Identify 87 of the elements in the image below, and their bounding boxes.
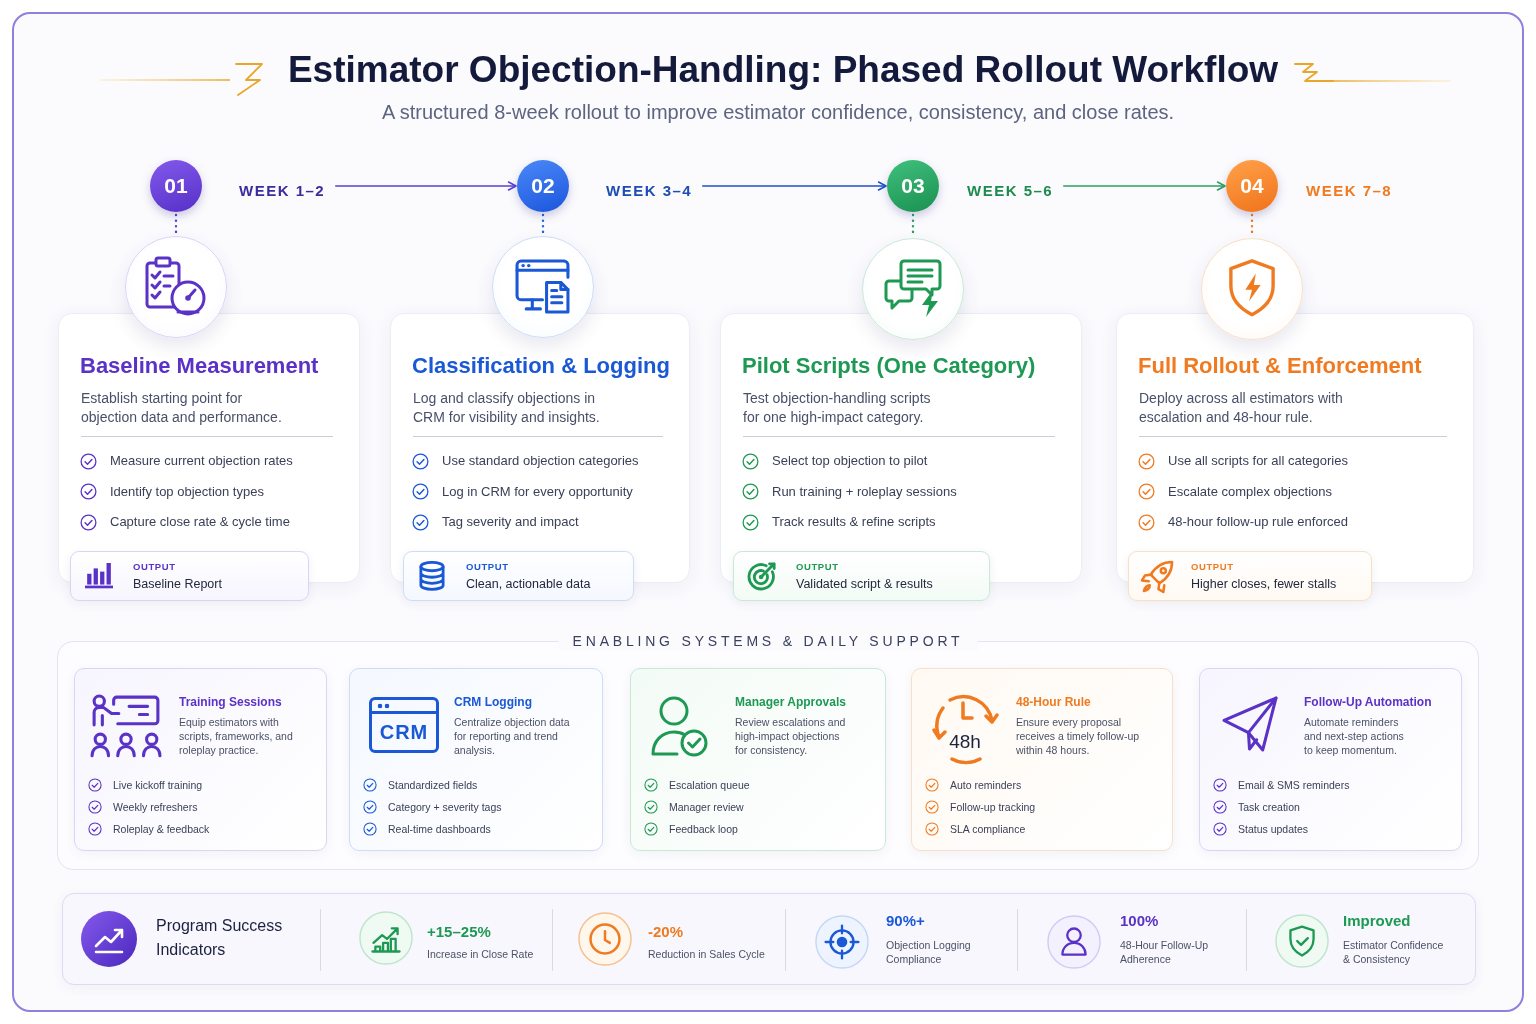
indicators-bar [62, 893, 1476, 985]
support-card [74, 668, 327, 851]
card-title: Training Sessions [179, 694, 282, 710]
output-value: Validated script & results [796, 576, 933, 592]
checklist-item: Escalate complex objections [1168, 483, 1333, 500]
checklist-item: Track results & refine scripts [772, 514, 936, 530]
metric-caption: Increase in Close Rate [427, 947, 535, 961]
card-title: CRM Logging [454, 694, 532, 710]
metric-caption: Objection Logging Compliance [886, 938, 972, 966]
output-label: OUTPUT [133, 561, 176, 573]
phase-heading: Classification & Logging [412, 352, 670, 380]
checklist-item: Capture close rate & cycle time [110, 514, 290, 530]
arrow [701, 181, 887, 191]
card-description: Centralize objection data for reporting and trend analysis. [454, 715, 571, 757]
phase-description: Log and classify objections in CRM for visibility and insights. [413, 389, 601, 427]
phase-heading: Full Rollout & Enforcement [1138, 352, 1422, 380]
support-card [630, 668, 886, 851]
phase-heading: Baseline Measurement [80, 352, 319, 380]
metric-value: 90%+ [886, 911, 925, 931]
checklist-item: Identify top objection types [110, 483, 264, 500]
output-box [70, 551, 309, 601]
metric-caption: Estimator Confidence & Consistency [1343, 938, 1445, 966]
output-value: Baseline Report [133, 576, 222, 592]
metric-value: -20% [648, 922, 684, 942]
week-label: WEEK 1–2 [239, 181, 326, 201]
checklist-item: Status updates [1238, 822, 1309, 836]
indicators-heading: Program Success Indicators [156, 916, 284, 960]
checklist-item: Weekly refreshers [113, 800, 198, 814]
clock-arrows: 48h [930, 691, 1000, 765]
checklist-item: Category + severity tags [388, 800, 502, 814]
support-card [1199, 668, 1462, 851]
output-box [1128, 551, 1372, 601]
output-value: Clean, actionable data [466, 576, 591, 592]
output-label: OUTPUT [1191, 561, 1234, 573]
checklist-item: Tag severity and impact [442, 514, 579, 530]
checklist-item: Standardized fields [388, 778, 478, 792]
checklist-item: Auto reminders [950, 778, 1022, 792]
metric-caption: Reduction in Sales Cycle [648, 947, 766, 961]
card-title: Manager Approvals [735, 694, 846, 710]
metric-value: +15–25% [427, 922, 491, 942]
phase-description: Test objection-handling scripts for one high-impact category. [743, 389, 932, 427]
checklist-item: Use all scripts for all categories [1168, 453, 1348, 469]
card-description: Automate reminders and next-step actions to keep momentum. [1304, 715, 1405, 757]
checklist-item: Roleplay & feedback [113, 822, 210, 836]
checklist-item: Email & SMS reminders [1238, 778, 1350, 792]
checklist-item: Task creation [1238, 800, 1300, 814]
metric-value: 100% [1120, 911, 1159, 931]
checklist-item: Follow-up tracking [950, 800, 1036, 814]
metric-value: Improved [1343, 911, 1411, 931]
card-description: Review escalations and high-impact objections for consistency. [735, 715, 847, 757]
checklist-item: Log in CRM for every opportunity [442, 483, 633, 500]
metric-caption: 48-Hour Follow-Up Adherence [1120, 938, 1210, 966]
checklist-item: 48-hour follow-up rule enforced [1168, 514, 1348, 530]
dotted-line [541, 213, 545, 235]
support-card [349, 668, 603, 851]
output-box [733, 551, 990, 601]
checklist-item: Select top objection to pilot [772, 453, 928, 469]
week-label: WEEK 5–6 [967, 181, 1054, 201]
checklist-item: Live kickoff training [113, 778, 203, 792]
output-box [403, 551, 634, 601]
checklist-item: Escalation queue [669, 778, 750, 792]
card-title: 48-Hour Rule [1016, 694, 1091, 710]
support-card [911, 668, 1173, 851]
card-description: Equip estimators with scripts, frameworks, and roleplay practice. [179, 715, 294, 757]
checklist-item: Real-time dashboards [388, 822, 491, 836]
card-description: Ensure every proposal receives a timely follow-up within 48 hours. [1016, 715, 1141, 757]
checklist-item: Feedback loop [669, 822, 738, 836]
diagram-title: Estimator Objection-Handling: Phased Rollout Workflow [287, 48, 1279, 92]
week-label: WEEK 3–4 [606, 181, 693, 201]
phase-heading: Pilot Scripts (One Category) [742, 352, 1036, 380]
dotted-line [174, 213, 178, 235]
checklist-item: SLA compliance [950, 822, 1026, 836]
week-label: WEEK 7–8 [1306, 181, 1393, 201]
checklist-item: Use standard objection categories [442, 453, 639, 469]
checklist-item: Manager review [669, 800, 744, 814]
phase-description: Deploy across all estimators with escalation and 48-hour rule. [1139, 389, 1344, 427]
output-value: Higher closes, fewer stalls [1191, 576, 1337, 592]
phase-description: Establish starting point for objection data and performance. [81, 389, 283, 427]
arrow [1062, 181, 1226, 191]
browser-window: CRM [369, 697, 439, 753]
arrow [334, 181, 517, 191]
checklist-item: Run training + roleplay sessions [772, 483, 957, 500]
output-label: OUTPUT [796, 561, 839, 573]
checklist-item: Measure current objection rates [110, 453, 293, 469]
card-title: Follow-Up Automation [1304, 694, 1432, 710]
output-label: OUTPUT [466, 561, 509, 573]
subtitle: A structured 8-week rollout to improve estimator confidence, consistency, and close rates. [381, 100, 1175, 124]
